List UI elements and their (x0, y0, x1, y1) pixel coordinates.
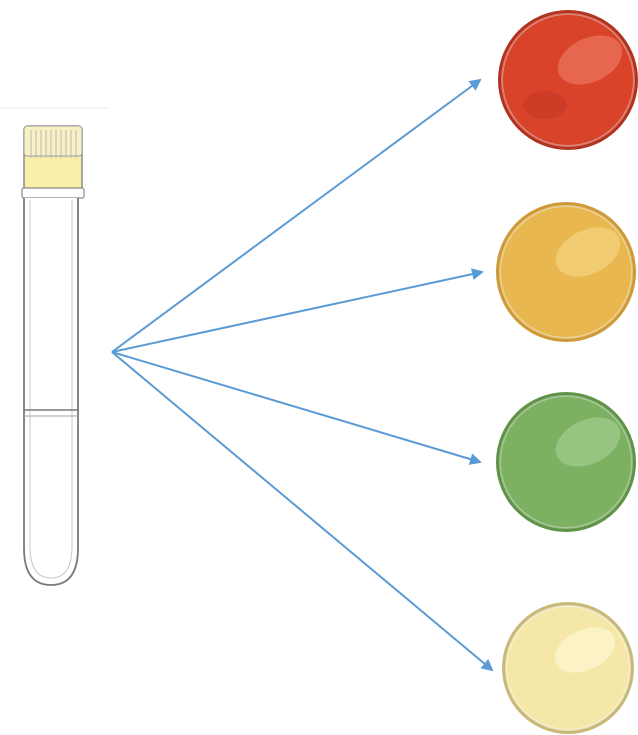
arrow-to-red-plate (111, 78, 482, 353)
red-plate (498, 10, 638, 150)
green-plate (496, 392, 636, 532)
tube-body (23, 198, 79, 586)
arrow-to-yellow-plate (111, 351, 494, 672)
orange-plate (496, 202, 636, 342)
tube-cap (21, 125, 85, 199)
yellow-plate (502, 602, 634, 734)
arrow-to-green-plate (111, 351, 482, 465)
arrows (111, 78, 494, 672)
test-tube (0, 107, 110, 586)
arrow-to-orange-plate (111, 268, 484, 353)
